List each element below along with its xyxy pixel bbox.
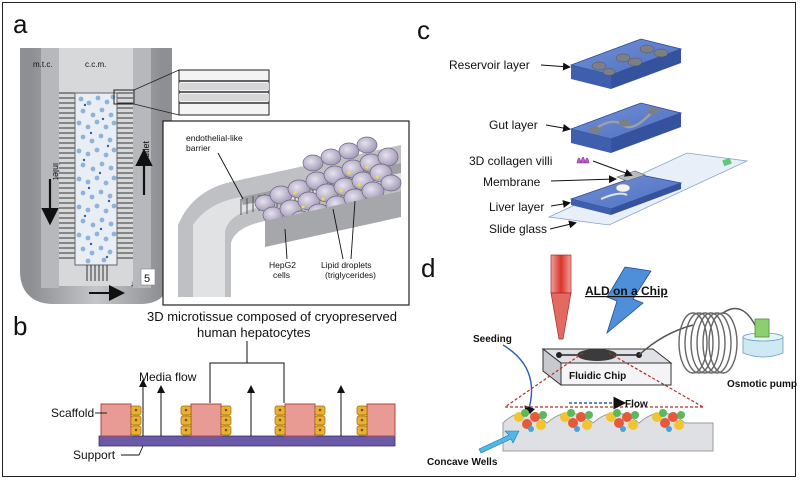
reservoir-arrow <box>540 62 571 71</box>
ladder-right <box>117 92 133 259</box>
barrier-pointer <box>217 152 244 200</box>
villi-arrow <box>592 160 633 177</box>
panel-c-letter: c <box>417 15 430 45</box>
microtissue-bracket <box>209 341 285 403</box>
membrane-label: Membrane <box>483 175 541 189</box>
liver-arrow <box>550 200 571 208</box>
magnify-lines <box>504 352 704 408</box>
panel-c: c <box>417 15 749 236</box>
support-bar <box>98 435 396 447</box>
fluidic-chip <box>541 347 673 387</box>
ccm-label: c.c.m. <box>85 60 106 69</box>
slide-label: Slide glass <box>489 222 547 236</box>
coil-icon <box>678 312 738 374</box>
media-flow-label: Media flow <box>139 370 197 384</box>
panel-b-letter: b <box>13 311 27 341</box>
blue-arrow-icon <box>606 266 652 335</box>
lipid-droplets <box>293 165 379 209</box>
figure-svg: a <box>13 9 797 468</box>
concave-arrow-icon <box>478 430 520 454</box>
panel-d-letter: d <box>421 253 435 283</box>
endothelial-label: endothelial-like <box>186 133 243 143</box>
liver-label: Liver layer <box>489 200 544 214</box>
concave-label: Concave Wells <box>427 457 498 468</box>
osmotic-pump-icon <box>742 318 784 358</box>
scale-box <box>140 268 156 286</box>
pipette <box>550 254 572 340</box>
fluidic-chip-label: Fluidic Chip <box>569 371 626 382</box>
scaffolds <box>100 403 396 437</box>
inlet-label: inlet <box>51 163 61 180</box>
zoom-source-box <box>113 89 135 105</box>
gut-label: Gut layer <box>489 118 538 132</box>
seeding-label: Seeding <box>473 334 512 345</box>
lipid-label-2: (triglycerides) <box>325 270 376 280</box>
media-flow-arrows <box>157 385 345 436</box>
outlet-label: outlet <box>141 140 151 163</box>
scale-mark: ↓ <box>130 279 134 288</box>
gut-layer-block <box>569 102 683 153</box>
hepg2-label-2: cells <box>273 270 290 280</box>
mtc-label: m.t.c. <box>33 60 53 69</box>
barrier-3d-inset: endothelial-like barrier HepG2 cells Lip… <box>162 120 410 306</box>
lipid-label-1: Lipid droplets <box>321 260 372 270</box>
hepg2-label-1: HepG2 <box>269 260 296 270</box>
flow-label: Flow <box>625 399 648 410</box>
zoom-line-top <box>133 69 180 91</box>
reservoir-layer-block <box>569 38 683 89</box>
pump-label: Osmotic pump <box>727 379 797 390</box>
support-label: Support <box>73 448 116 462</box>
membrane-arrow <box>550 175 617 184</box>
hepatocyte-dots <box>76 94 117 264</box>
panel-a: a <box>13 9 410 306</box>
scale-label: 5 <box>144 273 150 285</box>
ladder-left <box>59 92 75 259</box>
hepatocyte-cells <box>130 405 368 436</box>
panel-b: b 3D microtissue composed of cryopreserv… <box>13 309 397 462</box>
lipid-pointer-1 <box>332 208 344 260</box>
seeding-arrow <box>502 344 536 418</box>
barrier-label: barrier <box>186 143 211 153</box>
slide-arrow <box>549 220 577 230</box>
tubing <box>638 324 694 356</box>
mtc-channel-right <box>133 48 151 288</box>
lipid-pointer-2 <box>350 200 356 260</box>
panel-b-title-2: human hepatocytes <box>197 325 311 340</box>
zoom-barrier-inset <box>178 69 270 116</box>
support-pointer <box>121 445 144 456</box>
liver-slide-stack <box>547 152 749 226</box>
panel-b-title-1: 3D microtissue composed of cryopreserved <box>147 309 397 324</box>
figure: a <box>2 2 797 477</box>
zoom-line-bottom <box>133 103 180 116</box>
panel-d: d ALD on a Chip Fluidic Chip <box>421 253 797 468</box>
scaffold-label: Scaffold <box>51 406 94 420</box>
panel-a-letter: a <box>13 9 28 39</box>
villi-label: 3D collagen villi <box>469 154 552 168</box>
hepg2-pointer <box>284 228 288 260</box>
gut-arrow <box>545 124 571 132</box>
mtc-channel-left <box>41 48 59 288</box>
ald-label: ALD on a Chip <box>585 284 668 298</box>
collagen-villi-icon <box>576 156 590 164</box>
spheroids <box>514 409 685 432</box>
reservoir-label: Reservoir layer <box>449 58 530 72</box>
bottom-comb <box>86 265 108 281</box>
